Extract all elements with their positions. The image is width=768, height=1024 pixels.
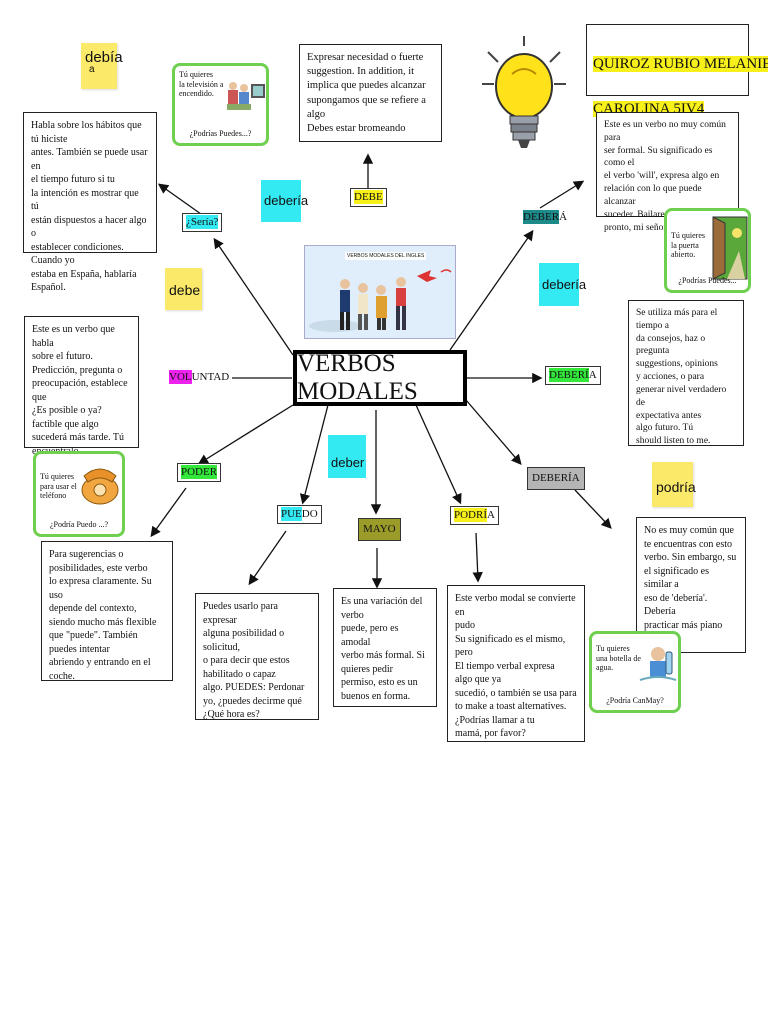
sera-description-box: Habla sobre los hábitos que tú hiciste a… [23, 112, 157, 293]
debera-description-box: Este es un verbo no muy común para ser f… [596, 112, 739, 233]
sticky-debe: debe [165, 268, 202, 310]
arrow-podria [415, 404, 462, 505]
label-debe: DEBE [350, 188, 387, 207]
deberia-gray-description-box: No es muy común que te encuentras con es… [636, 517, 746, 653]
voluntad-description-box: Este es un verbo que habla sobre el futu… [24, 316, 139, 457]
label-deberia-gray: DEBERÍA [527, 467, 585, 490]
card-phone-text: Tú quieres para usar el teléfono [40, 472, 77, 501]
label-deberia-right: DEBERÍA [545, 366, 601, 385]
card-tv-text: Tú quieres la televisión a encendido. [179, 70, 224, 99]
center-illustration-caption: VERBOS MODALES DEL INGLES [345, 252, 427, 260]
card-tv-question: ¿Podrías Puedes...? [189, 129, 252, 139]
card-phone: Tú quieres para usar el teléfono ¿Podría… [33, 451, 125, 537]
cyan-note-deber: deber [328, 435, 366, 478]
center-illustration: VERBOS MODALES DEL INGLES [304, 245, 456, 339]
arrow-debera [449, 229, 534, 351]
puedo-description-box: Puedes usarlo para expresar alguna posib… [195, 593, 319, 720]
arrow-podria-box [472, 532, 483, 583]
card-phone-question: ¿Podría Puedo ...? [50, 520, 108, 530]
author-box: QUIROZ RUBIO MELANIE CAROLINA 5IV4 [586, 24, 768, 117]
cyan-note-deberia-right: debería [539, 263, 586, 306]
author-line1: QUIROZ RUBIO MELANIE [593, 55, 768, 72]
sticky-podria: podría [652, 462, 696, 507]
arrow-sera [213, 237, 294, 356]
arrow-poder [197, 404, 294, 465]
card-water-text: Tu quieres una botella de agua. [596, 644, 641, 673]
arrow-poder-box [150, 487, 187, 538]
label-sera: ¿Sería? [182, 213, 223, 232]
label-mayo: MAYO [358, 518, 401, 541]
label-debera: DEBERÁ [520, 209, 571, 226]
label-poder: PODER [177, 463, 222, 482]
card-tv: Tú quieres la televisión a encendido. ¿P… [172, 63, 269, 146]
arrow-deberia-box [574, 489, 612, 529]
card-water: Tu quieres una botella de agua. ¿Podría … [589, 631, 681, 713]
poder-description-box: Para sugerencias o posibilidades, este v… [41, 541, 173, 682]
sticky-debia: debía a [81, 43, 123, 89]
podria-description-box: Este verbo modal se convierte en pudo Su… [447, 585, 585, 742]
water-bottle-icon [639, 647, 677, 681]
arrow-puedo-box [248, 530, 287, 586]
card-water-question: ¿Podría CanMay? [606, 696, 664, 706]
mayo-description-box: Es una variación del verbo puede, pero e… [333, 588, 437, 707]
telephone-icon [81, 468, 119, 505]
family-figures-icon [309, 269, 452, 332]
label-voluntad: VOLUNTAD [166, 369, 233, 386]
label-podria: PODRÍA [450, 506, 499, 525]
card-door: Tú quieres la puerta abierto. ¿Podrías P… [664, 208, 751, 293]
debe-description-box: Expresar necesidad o fuerte suggestion. … [299, 44, 442, 142]
arrow-deberia-gray [465, 399, 522, 465]
label-puedo: PUEDO [277, 505, 322, 524]
card-door-question: ¿Podrías Puedes... [678, 276, 737, 286]
open-door-icon [712, 216, 748, 280]
cyan-note-deberia-top: debería [261, 180, 308, 222]
lightbulb-icon [482, 36, 566, 148]
center-title: VERBOS MODALES [293, 350, 467, 406]
card-door-text: Tú quieres la puerta abierto. [671, 231, 705, 260]
arrow-puedo [299, 404, 329, 505]
deberia-description-box: Se utiliza más para el tiempo a da conse… [628, 300, 744, 446]
tv-family-icon [227, 82, 265, 110]
arrow-debera-box [539, 180, 585, 209]
